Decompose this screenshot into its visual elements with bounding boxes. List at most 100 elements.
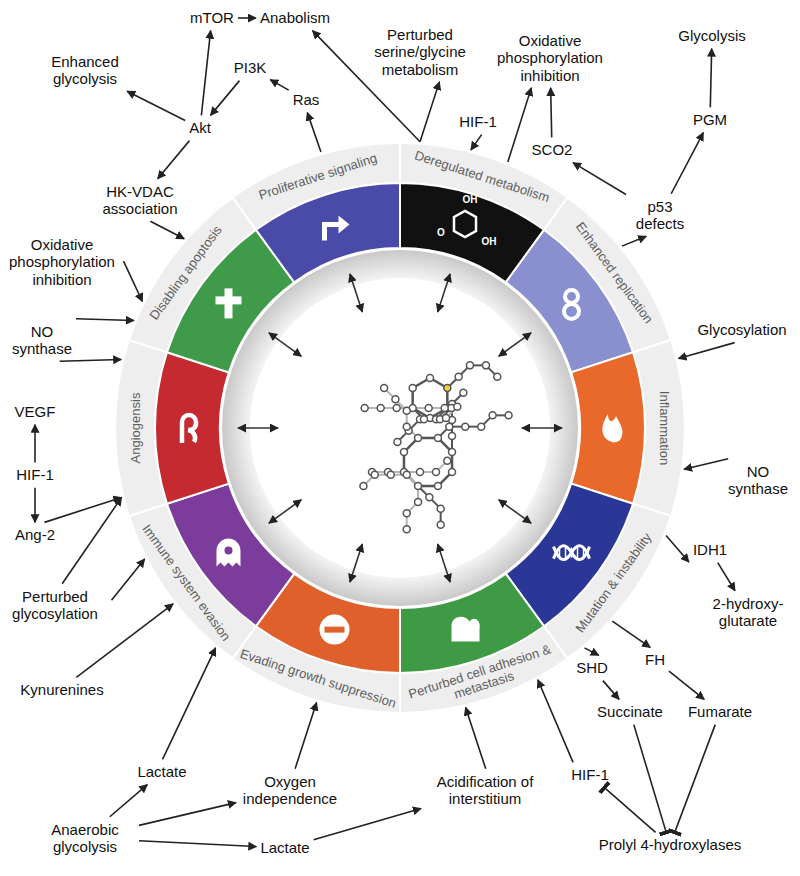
process-text: HIF-1 [16,466,54,483]
hallmark-sector [256,183,400,282]
process-text: Succinate [597,703,663,720]
network-node [377,405,384,412]
network-node [403,407,410,414]
double-arrow [350,544,362,582]
network-node [393,405,400,412]
arrow-connector [76,319,134,321]
inner-shade [222,250,578,606]
network-node [443,415,450,422]
arrow-connector [551,88,552,138]
flame [602,414,622,442]
hallmark-icons [182,211,623,645]
node-text: HIF-1 [459,113,497,130]
hallmark-name: Proliferative signaling [257,151,379,203]
arrow-connector [201,31,210,116]
network-node [437,505,444,512]
arrow-connector [471,135,482,150]
arrow-connector [163,648,216,760]
node-text: Ang-2 [15,526,55,543]
network-node [403,423,410,430]
structure-label: OH [482,236,497,247]
node-text: Enhanced glycolysis [35,53,135,88]
cell-blob [452,617,480,642]
network-node [482,362,489,369]
process-text: HIF-1 [571,766,609,783]
hallmark-sector [155,352,229,503]
process-text: Enhanced glycolysis [35,53,135,88]
hallmark-sector [506,230,633,373]
bent-arrow-head [338,215,349,233]
dna-strand [554,546,590,560]
network-node [494,373,501,380]
process-text: Acidification of interstitium [425,773,545,808]
arrow-connector [34,425,36,463]
hallmark-name: Perturbed cell adhesion & metastasis [399,640,565,718]
network-node [403,510,410,517]
network-node [449,468,456,475]
node-text: Acidification of interstitium [425,773,545,808]
hallmark-name: Enhanced replication [572,219,655,326]
hallmark-name: Disabling apoptosis [147,223,225,323]
hallmark-icon [182,415,196,443]
network-node [394,438,401,445]
network-node [381,385,388,392]
node-text: Lactate [137,763,186,780]
network-node [444,457,451,464]
hallmark-name: Immune system evasion [139,522,233,644]
node-text: FH [645,651,665,668]
process-text: Fumarate [688,703,752,720]
process-text: Lactate [260,839,309,856]
arrow-connector [508,88,531,162]
node-text: HK-VDAC association [85,183,195,218]
node-text: HIF-1 [571,766,609,783]
arrow-connector [573,163,626,195]
arrow-connector [314,809,421,840]
arrow-connector [671,133,703,194]
arrow-connector [612,621,650,647]
network-node [409,385,416,392]
process-text: HK-VDAC association [85,183,195,218]
process-text: VEGF [15,403,56,420]
node-text: Fumarate [688,703,752,720]
process-text: SCO2 [532,141,573,158]
hallmark-icon [554,546,590,560]
dna-rung [577,548,579,558]
arrow-connector [139,841,256,847]
hallmark-label: Mutation & instability [573,531,655,636]
double-arrow [499,333,531,357]
network-node [454,403,461,410]
network-node [489,412,496,419]
process-text: Kynurenines [20,681,103,698]
immune-cell-eye [224,547,232,555]
arrow-connector [466,707,486,768]
process-text: Oxygen independence [240,773,340,808]
double-arrow [350,274,362,312]
eight-loop [564,304,579,319]
hallmark-label: Immune system evasion [139,522,233,644]
arrow-connector [112,559,145,600]
dna-rung [559,548,561,558]
network-node [420,416,427,423]
node-text: 2-hydroxy-glutarate [703,595,793,630]
arrow-connector [603,681,619,700]
hallmark-sector [571,352,645,503]
hallmark-icon [602,414,622,442]
arrow-connector [60,359,122,361]
node-text: PI3K [234,59,267,76]
double-arrow [438,274,450,312]
vessel-icon [182,415,196,443]
process-text: Glycosylation [697,321,786,338]
process-text: Perturbed serine/glycine metabolism [355,26,485,78]
node-text: VEGF [15,403,56,420]
process-text: Ras [293,91,320,108]
hallmark-icon [454,211,476,237]
network-node [466,362,473,369]
network-node [360,483,367,490]
node-text: NO synthase [722,463,794,498]
arrow-connector [62,497,121,583]
dna-rung [565,548,567,558]
node-text: Lactate [260,839,309,856]
process-text: mTOR [190,9,234,26]
network-node [387,471,394,478]
